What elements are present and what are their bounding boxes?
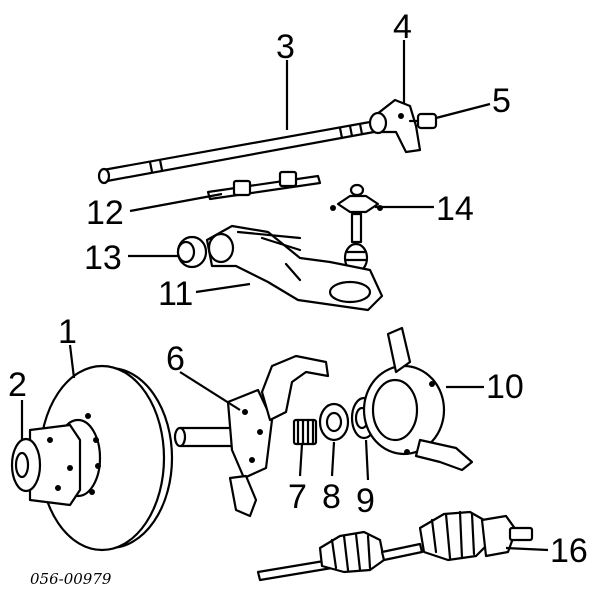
callout-11: 11 (158, 275, 193, 313)
callout-7: 7 (288, 478, 307, 516)
callout-14: 14 (436, 190, 474, 228)
callout-1: 1 (58, 313, 77, 351)
callout-5: 5 (492, 82, 511, 120)
part-5-bolt (408, 112, 438, 130)
callout-8: 8 (322, 478, 341, 516)
callout-9: 9 (356, 482, 375, 520)
callouts: 3 4 5 12 14 13 11 1 2 6 10 7 8 9 16 (8, 8, 588, 570)
callout-4: 4 (393, 8, 412, 46)
part-3-stabilizer-bar (97, 120, 376, 185)
part-8-seal (318, 402, 350, 442)
callout-13: 13 (84, 239, 122, 277)
callout-6: 6 (166, 340, 185, 378)
part-13-bushing (176, 235, 208, 269)
part-2-wheel-hub (10, 423, 82, 507)
part-10-carrier (362, 326, 474, 472)
leader-lines (20, 40, 549, 552)
callout-10: 10 (486, 368, 524, 406)
callout-12: 12 (86, 194, 124, 232)
part-14-ball-joint (330, 183, 383, 274)
part-6-steering-knuckle (173, 354, 330, 518)
callout-2: 2 (8, 366, 27, 404)
part-11-control-arm (205, 224, 384, 312)
callout-16: 16 (550, 532, 588, 570)
callout-3: 3 (276, 28, 295, 66)
drawing-code: 056-00979 (30, 570, 112, 588)
part-7-axle-spline (292, 418, 318, 446)
part-4-bracket (368, 98, 422, 154)
part-12-tie-rod (206, 170, 322, 201)
part-16-drive-shaft (256, 510, 534, 582)
